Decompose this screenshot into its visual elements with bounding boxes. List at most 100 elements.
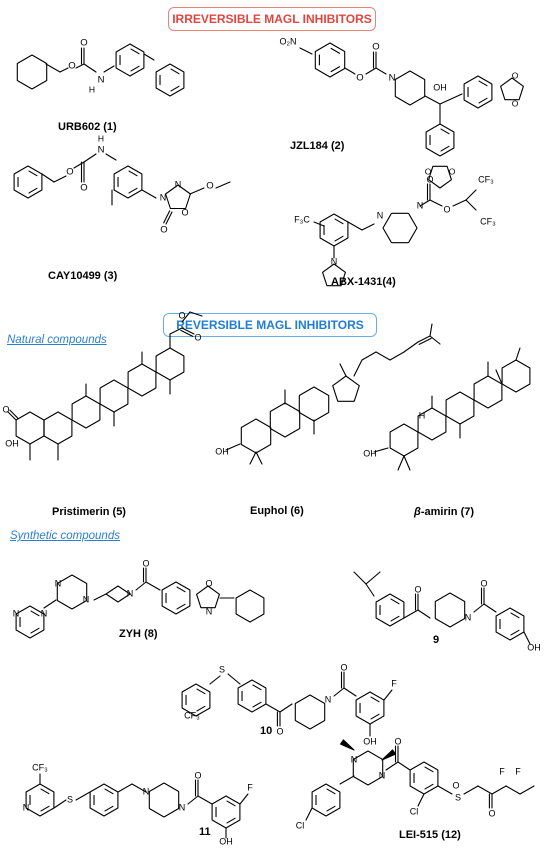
- bond: [313, 221, 325, 227]
- bond: [43, 599, 57, 609]
- bond: [523, 631, 531, 645]
- bond: [463, 785, 479, 795]
- bond: [429, 323, 433, 337]
- atom-label-o: O: [452, 780, 459, 790]
- bond: [361, 223, 375, 231]
- atom-label-f: F: [515, 766, 521, 776]
- bond: [424, 95, 441, 105]
- ring: [375, 593, 405, 627]
- label-cay10499: CAY10499 (3): [48, 270, 118, 282]
- ring: [473, 375, 503, 409]
- atom-label-f3c: F₃C: [294, 214, 310, 224]
- atom-label-n: N: [325, 694, 332, 704]
- atom-label-o: O: [449, 166, 456, 176]
- label-11: 11: [199, 826, 211, 838]
- bond: [389, 351, 405, 361]
- bond: [397, 455, 405, 471]
- ring: [425, 123, 455, 157]
- bond: [176, 603, 186, 610]
- atom-label-o: O: [205, 578, 212, 588]
- atom-label-o: O: [160, 225, 167, 236]
- bond: [330, 47, 341, 54]
- bond: [305, 807, 313, 821]
- bond: [73, 161, 85, 169]
- bond: [196, 705, 206, 712]
- bond: [187, 795, 199, 805]
- bond: [339, 363, 347, 377]
- bond: [196, 688, 206, 695]
- atom-label-s: S: [455, 792, 461, 802]
- bond: [252, 701, 262, 708]
- atom-label-n: N: [98, 75, 105, 86]
- atom-label-n: N: [377, 210, 384, 220]
- bond: [417, 335, 431, 343]
- bond: [225, 443, 241, 451]
- atom-label-n: N: [13, 608, 20, 618]
- bond: [28, 187, 38, 194]
- bond: [176, 586, 186, 593]
- bond: [131, 783, 147, 793]
- bond: [465, 199, 477, 211]
- bond: [473, 603, 485, 613]
- atom-label-n: N: [160, 192, 167, 202]
- bond: [104, 805, 114, 812]
- atom-label-cf3: CF₃: [480, 216, 496, 226]
- bond: [370, 696, 380, 703]
- bond: [334, 235, 344, 242]
- ring: [434, 592, 466, 628]
- ring: [25, 783, 55, 817]
- bond: [370, 713, 380, 720]
- bond: [209, 675, 221, 685]
- bond: [417, 609, 431, 619]
- bond: [440, 145, 450, 152]
- atom-label-oh: OH: [363, 448, 377, 458]
- atom-label-oh: OH: [215, 446, 229, 456]
- wedge-bond: [381, 749, 396, 761]
- bond: [390, 598, 400, 605]
- bond: [130, 65, 140, 72]
- atom-label-o: O: [181, 207, 188, 217]
- atom-label-oh: OH: [363, 736, 377, 746]
- bond: [419, 199, 431, 207]
- bond: [180, 329, 194, 337]
- bond: [163, 210, 171, 224]
- reversible-section-header: REVERSIBLE MAGL INHIBITORS: [163, 313, 377, 337]
- bond: [189, 187, 205, 195]
- ring: [113, 165, 143, 199]
- bond: [170, 68, 180, 75]
- bond: [429, 199, 443, 207]
- atom-label-f: F: [247, 782, 253, 792]
- ring: [148, 782, 180, 818]
- bond: [361, 351, 377, 361]
- bond: [143, 53, 155, 61]
- bond: [165, 211, 173, 225]
- bond: [53, 175, 67, 183]
- label-abx1431: ABX-1431(4): [331, 276, 396, 288]
- bond: [333, 687, 345, 697]
- ring: [332, 375, 360, 402]
- label-9: 9: [433, 634, 440, 646]
- atom-label-o: O: [80, 183, 87, 194]
- ring: [161, 581, 191, 615]
- atom-label-o: O: [80, 38, 87, 49]
- label-10: 10: [260, 725, 273, 737]
- atom-label-n: N: [41, 608, 48, 618]
- bond: [7, 411, 17, 421]
- ring: [269, 402, 301, 438]
- bond: [9, 409, 19, 419]
- label-euphol: Euphol (6): [250, 505, 304, 517]
- ring: [15, 411, 45, 445]
- atom-label-n: N: [379, 770, 386, 780]
- bond: [104, 788, 114, 795]
- bond: [478, 80, 488, 87]
- ring: [445, 391, 475, 425]
- bond: [105, 153, 117, 161]
- bond: [215, 181, 231, 189]
- ring: [294, 694, 326, 730]
- bond: [130, 48, 140, 55]
- bond: [128, 187, 138, 194]
- atom-label-n: N: [175, 179, 182, 189]
- ring: [105, 585, 131, 603]
- atom-label-n: N: [179, 802, 186, 812]
